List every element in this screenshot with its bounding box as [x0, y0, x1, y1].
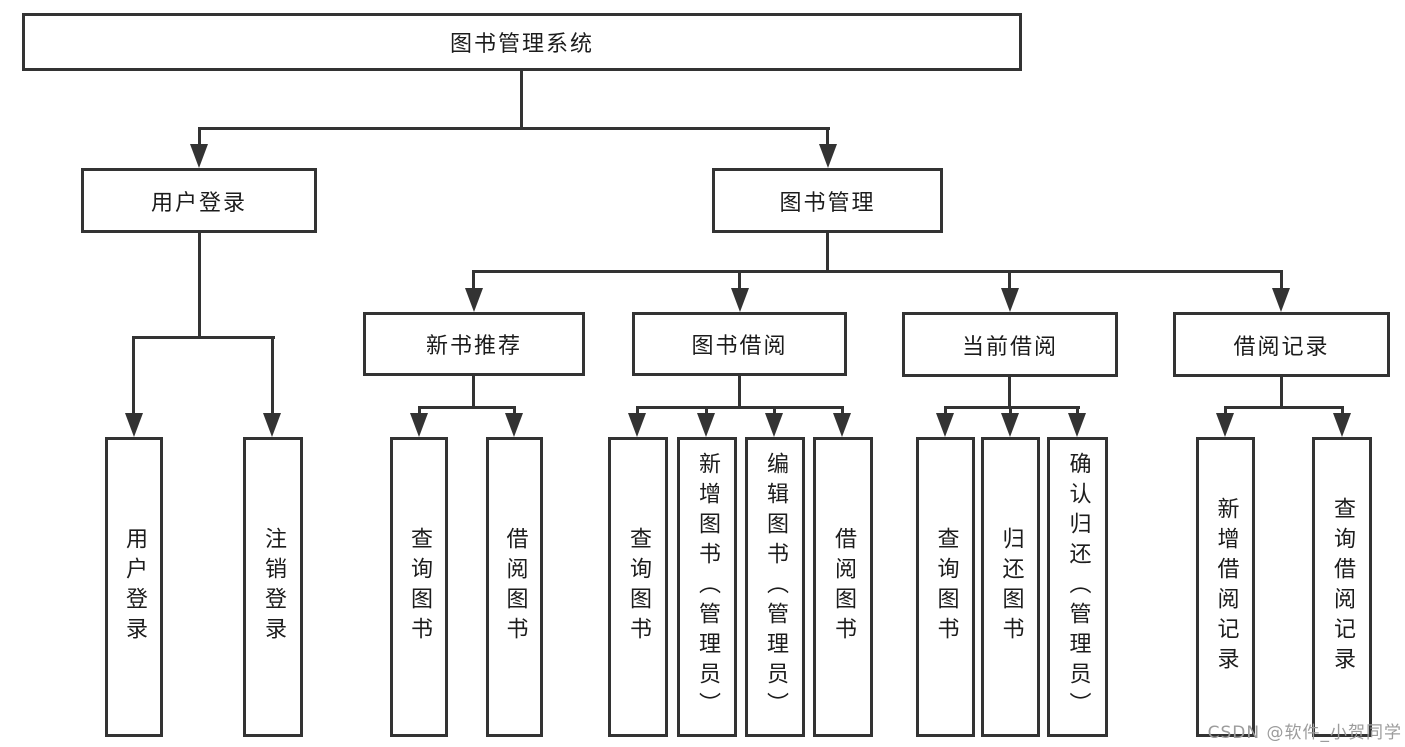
leaf-borrow-book: 借阅图书: [813, 437, 873, 737]
connector-vline: [1009, 406, 1012, 416]
arrow-down-icon: [263, 413, 281, 437]
leaf-confirm-return-admin: 确认归还（管理员）: [1047, 437, 1108, 737]
connector-hline: [418, 406, 516, 409]
arrow-down-icon: [190, 144, 208, 168]
arrow-down-icon: [1216, 413, 1234, 437]
leaf-user-login: 用户登录: [105, 437, 163, 737]
leaf-borrow-book-recommend: 借阅图书: [486, 437, 543, 737]
connector-vline: [738, 273, 741, 292]
leaf-query-book-borrow: 查询图书: [608, 437, 668, 737]
connector-vline: [1008, 273, 1011, 292]
leaf-edit-book-admin: 编辑图书（管理员）: [745, 437, 805, 737]
arrow-down-icon: [125, 413, 143, 437]
leaf-add-borrow-record: 新增借阅记录: [1196, 437, 1255, 737]
connector-hline: [472, 270, 1283, 273]
connector-vline: [472, 376, 475, 409]
arrow-down-icon: [505, 413, 523, 437]
connector-hline: [636, 406, 844, 409]
leaf-return-book: 归还图书: [981, 437, 1040, 737]
arrow-down-icon: [628, 413, 646, 437]
node-root: 图书管理系统: [22, 13, 1022, 71]
connector-vline: [1076, 406, 1079, 416]
connector-vline: [841, 406, 844, 416]
connector-vline: [132, 339, 135, 417]
connector-vline: [773, 406, 776, 416]
connector-vline: [418, 406, 421, 416]
leaf-logout: 注销登录: [243, 437, 303, 737]
arrow-down-icon: [410, 413, 428, 437]
connector-vline: [1280, 273, 1283, 292]
connector-vline: [944, 406, 947, 416]
watermark: CSDN @软件_小贺同学: [1207, 723, 1402, 743]
connector-vline: [472, 273, 475, 292]
node-borrow-record: 借阅记录: [1173, 312, 1390, 377]
connector-vline: [198, 233, 201, 339]
arrow-down-icon: [1333, 413, 1351, 437]
connector-hline: [132, 336, 275, 339]
connector-vline: [826, 130, 829, 148]
connector-vline: [520, 71, 523, 130]
leaf-query-book-current: 查询图书: [916, 437, 975, 737]
arrow-down-icon: [936, 413, 954, 437]
arrow-down-icon: [819, 144, 837, 168]
connector-vline: [513, 406, 516, 416]
node-book-management: 图书管理: [712, 168, 943, 233]
arrow-down-icon: [731, 288, 749, 312]
node-new-book-recommend: 新书推荐: [363, 312, 585, 376]
connector-hline: [944, 406, 1080, 409]
connector-vline: [1224, 406, 1227, 416]
connector-vline: [1341, 406, 1344, 416]
leaf-query-borrow-record: 查询借阅记录: [1312, 437, 1372, 737]
node-user-login: 用户登录: [81, 168, 317, 233]
connector-vline: [1280, 377, 1283, 409]
connector-hline: [198, 127, 830, 130]
connector-vline: [1008, 377, 1011, 409]
connector-hline: [1224, 406, 1344, 409]
arrow-down-icon: [1068, 413, 1086, 437]
arrow-down-icon: [697, 413, 715, 437]
node-current-borrow: 当前借阅: [902, 312, 1118, 377]
connector-vline: [705, 406, 708, 416]
arrow-down-icon: [833, 413, 851, 437]
arrow-down-icon: [1272, 288, 1290, 312]
connector-vline: [271, 339, 274, 417]
leaf-query-book-recommend: 查询图书: [390, 437, 448, 737]
arrow-down-icon: [465, 288, 483, 312]
arrow-down-icon: [1001, 413, 1019, 437]
node-book-borrow: 图书借阅: [632, 312, 847, 376]
connector-vline: [198, 130, 201, 148]
connector-vline: [738, 376, 741, 409]
arrow-down-icon: [765, 413, 783, 437]
arrow-down-icon: [1001, 288, 1019, 312]
leaf-add-book-admin: 新增图书（管理员）: [677, 437, 737, 737]
connector-vline: [636, 406, 639, 416]
connector-vline: [826, 233, 829, 273]
